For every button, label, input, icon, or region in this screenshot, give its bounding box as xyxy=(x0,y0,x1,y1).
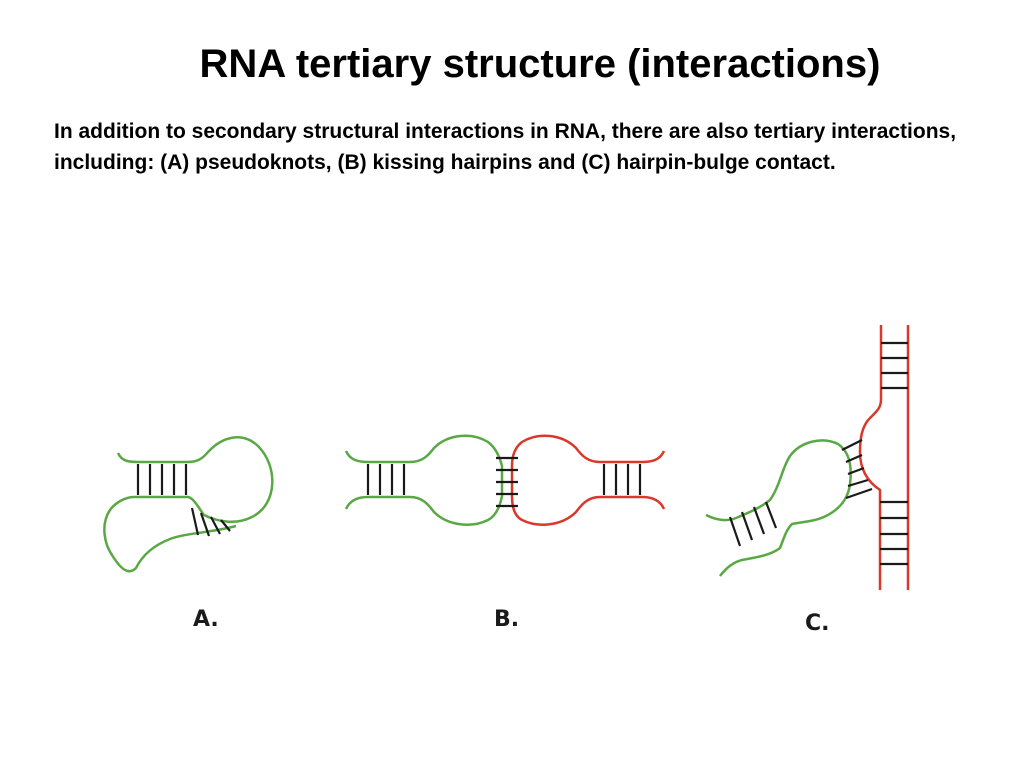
panel-a-pseudoknot: A. xyxy=(103,436,274,632)
panel-a-pseudoknot-pairs xyxy=(190,507,231,537)
panel-b-label: B. xyxy=(494,607,519,632)
panel-c-hairpin-strand xyxy=(705,439,852,577)
panel-b-left-hairpin-strand xyxy=(344,434,504,526)
panel-a-upper-strand xyxy=(103,436,274,573)
panel-a-label: A. xyxy=(193,607,219,632)
slide-description: In addition to secondary structural inte… xyxy=(54,120,957,174)
panel-b-right-hairpin-strand xyxy=(510,434,666,526)
panel-c-left-duplex-strand xyxy=(858,325,883,590)
panel-c-contact-pairs xyxy=(841,439,873,500)
panel-a-stem-pairs xyxy=(136,464,188,495)
panel-b-kissing-hairpins: B. xyxy=(344,434,666,632)
panel-c-upper-duplex-pairs xyxy=(881,341,908,390)
panel-b-kissing-pairs xyxy=(496,456,518,508)
panel-b-left-stem-pairs xyxy=(366,464,406,495)
panel-c-lower-duplex-pairs xyxy=(880,500,908,566)
slide-title: RNA tertiary structure (interactions) xyxy=(199,42,881,86)
panel-c-hairpin-bulge: C. xyxy=(705,325,910,636)
panel-c-label: C. xyxy=(805,611,830,636)
panel-b-right-stem-pairs xyxy=(602,464,642,495)
panel-c-hairpin-stem-pairs xyxy=(728,501,778,547)
